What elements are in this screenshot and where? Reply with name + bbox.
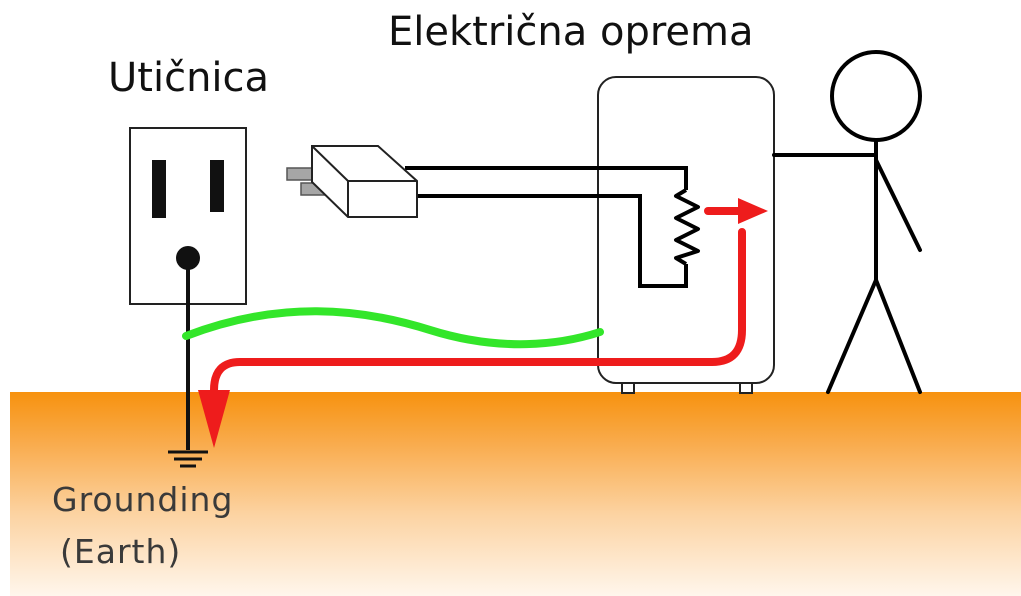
socket-label: Utičnica xyxy=(108,55,270,101)
equipment-cabinet xyxy=(597,76,775,394)
grounding-label: Grounding xyxy=(52,480,234,519)
person-stick-figure xyxy=(772,50,922,394)
socket-slot-right xyxy=(210,160,224,212)
fault-current-path xyxy=(210,207,746,424)
green-earth-wire xyxy=(182,307,604,349)
equipment-label: Električna oprema xyxy=(388,9,754,55)
resistor-icon xyxy=(674,188,700,266)
earth-ground-area xyxy=(10,392,1021,596)
fault-arrow-right-icon xyxy=(738,198,768,224)
plug-icon xyxy=(286,145,418,218)
fault-arrow-down-icon xyxy=(198,390,230,448)
socket-slot-left xyxy=(152,160,166,218)
cabinet-foot-left xyxy=(621,382,635,394)
earth-label: (Earth) xyxy=(60,532,182,571)
cabinet-foot-right xyxy=(739,382,753,394)
ground-symbol-icon xyxy=(168,450,208,468)
power-wires xyxy=(405,166,688,288)
